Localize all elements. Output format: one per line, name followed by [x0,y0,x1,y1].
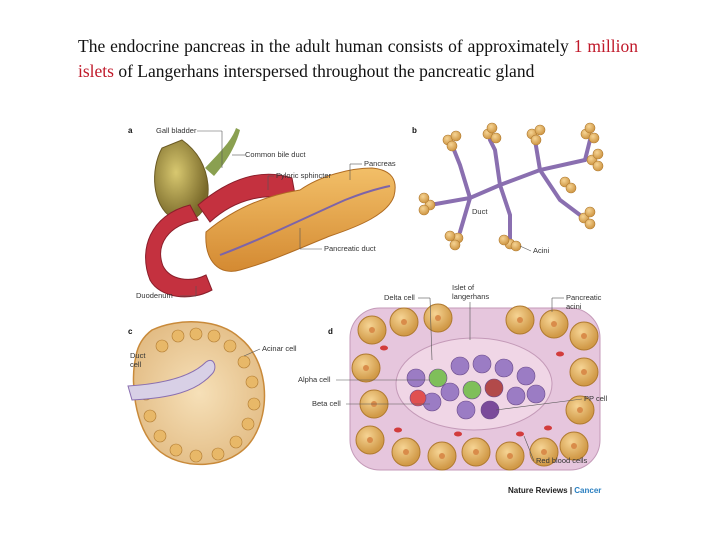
label-pyloric-sphincter: Pyloric sphincter [276,171,332,180]
panel-b-letter: b [412,126,417,135]
label-beta-cell: Beta cell [312,399,341,408]
label-islet-1: Islet of [452,283,475,292]
credit-section: Cancer [574,486,601,495]
label-pp-cell: PP cell [584,394,608,403]
panel-d-leaders [336,297,583,462]
duct-tree [428,138,592,242]
label-islet-2: langerhans [452,292,489,301]
panel-c: c Duct cell Acinar cell [127,321,297,466]
panel-b: b Duct Acini [412,122,604,255]
panel-a-letter: a [128,126,133,135]
panel-d-letter: d [328,327,333,336]
label-pancreas: Pancreas [364,159,396,168]
acinar-lumens [363,315,587,459]
duct-cell-chain [127,360,216,401]
pancreatic-duct-shape [219,185,391,256]
acini-clusters [418,122,604,252]
label-common-bile-duct: Common bile duct [245,150,306,159]
gall-bladder-shape [154,139,209,222]
stomach-shape [197,173,297,223]
credit-separator: | [568,486,575,495]
panel-a-leaders [180,130,362,297]
credit: Nature Reviews | Cancer [508,486,601,495]
caption-highlight: 1 million islets [78,36,638,81]
islet-cells [406,354,546,420]
label-acinar-cell: Acinar cell [262,344,297,353]
label-pancreatic-2: acini [566,302,582,311]
label-gall-bladder: Gall bladder [156,126,197,135]
label-red-blood-cells: Red blood cells [536,456,588,465]
credit-journal: Nature Reviews [508,486,568,495]
label-acini: Acini [533,246,550,255]
bile-duct-shape [205,128,240,176]
panel-c-letter: c [128,327,133,336]
lobule-shape [132,321,266,466]
label-alpha-cell: Alpha cell [298,375,331,384]
label-duodenum: Duodenum [136,291,173,300]
label-duct-cell-1: Duct [130,351,146,360]
panel-d: d [298,283,608,471]
label-duct-cell-2: cell [130,360,142,369]
label-pancreatic-duct: Pancreatic duct [324,244,377,253]
duodenum-shape [145,204,213,298]
caption-text-2: of Langerhans interspersed throughout th… [113,61,535,81]
label-delta-cell: Delta cell [384,293,415,302]
label-duct: Duct [472,207,488,216]
panel-a: a Gall bladder Common bile duct Pancreas… [128,126,396,300]
caption: The endocrine pancreas in the adult huma… [78,34,638,84]
red-blood-cells [380,345,564,437]
caption-text-1: The endocrine pancreas in the adult huma… [78,36,574,56]
label-pancreatic-1: Pancreatic [566,293,602,302]
